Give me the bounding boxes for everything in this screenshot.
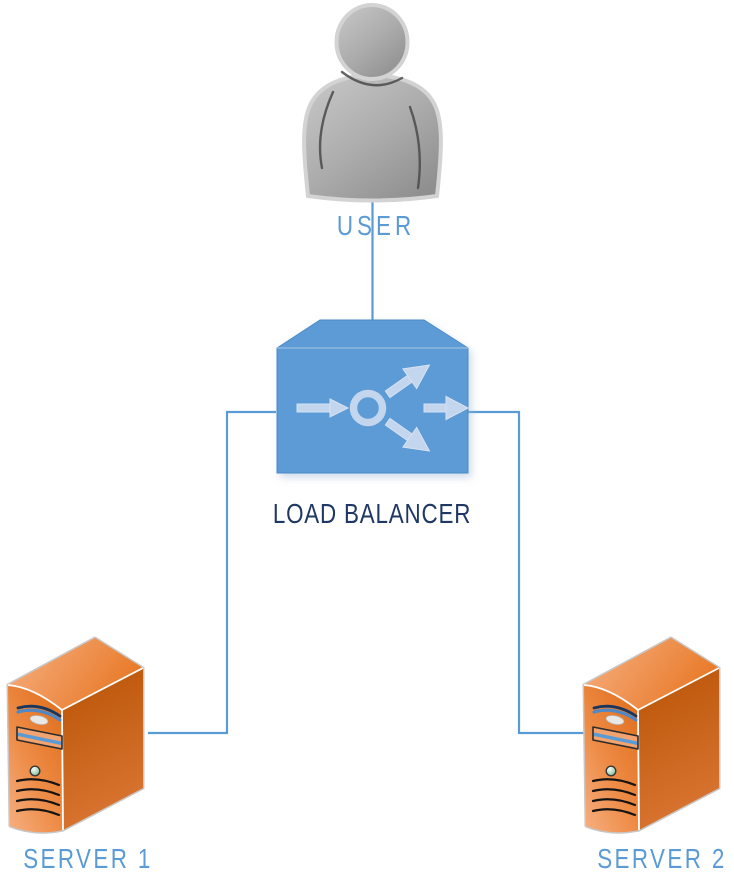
server2-tower-icon: [582, 636, 721, 834]
person-icon: [302, 3, 443, 203]
load-balancer-shape: [276, 319, 470, 474]
load-balancer-label: LOAD BALANCER: [272, 498, 472, 529]
connector-loadbalancer-server2: [468, 410, 584, 735]
person-right-arm-line: [408, 105, 421, 190]
person-neck-line: [340, 70, 404, 87]
server1-label: SERVER 1: [23, 843, 153, 874]
user-label: USER: [336, 210, 416, 241]
person-head: [334, 3, 410, 81]
person-left-arm-line: [318, 90, 335, 170]
load-balancer-distribution-icon: [296, 364, 470, 452]
server2-label: SERVER 2: [597, 843, 727, 874]
connector-loadbalancer-server1: [148, 410, 276, 735]
person-body: [302, 72, 443, 203]
server1-tower-icon: [6, 636, 145, 834]
